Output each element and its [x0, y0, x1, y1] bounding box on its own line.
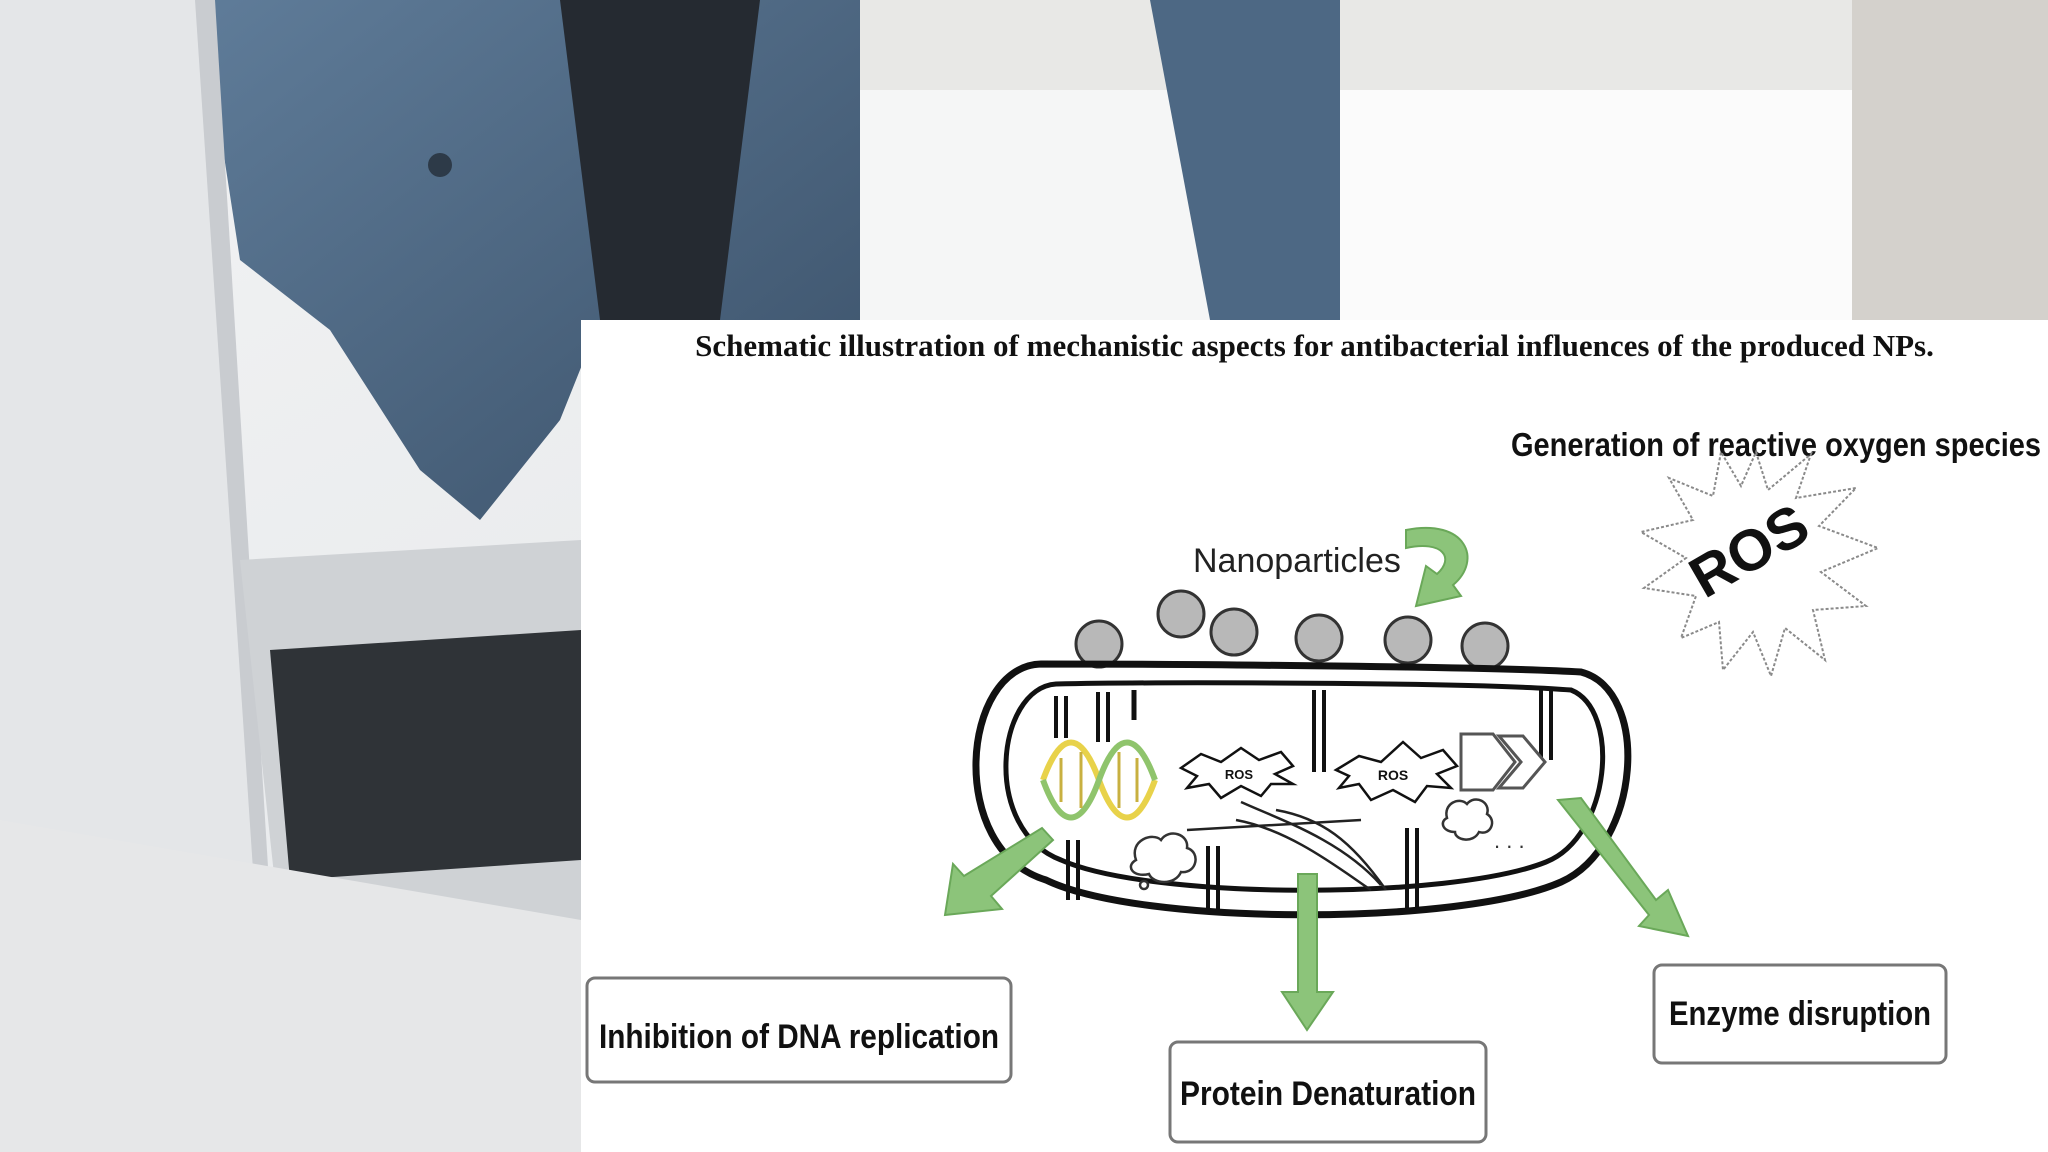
dna-replication-label: Inhibition of DNA replication	[599, 1018, 999, 1056]
inner-ros-burst: ROS	[1333, 740, 1460, 804]
nanoparticles-label: Nanoparticles	[1193, 542, 1401, 580]
ros-starburst: ROS	[1638, 449, 1881, 680]
nanoparticle	[1074, 619, 1124, 669]
inner-ros-burst: ROS	[1178, 746, 1298, 800]
dna-helix-icon	[1040, 739, 1158, 821]
arrow-enzyme-icon	[1556, 796, 1690, 938]
inner-ros-label: ROS	[1378, 767, 1408, 783]
cloud-shape-icon	[1129, 832, 1197, 891]
arrow-dna-icon	[943, 826, 1055, 917]
ros-generation-label: Generation of reactive oxygen species	[1511, 426, 2041, 463]
ellipsis-label: . . .	[1494, 828, 1525, 853]
bacterium-cell	[972, 660, 1632, 919]
inner-ros-label: ROS	[1225, 767, 1254, 782]
protein-denaturation-label: Protein Denaturation	[1180, 1075, 1476, 1113]
enzyme-disruption-label: Enzyme disruption	[1669, 995, 1931, 1033]
mechanism-diagram: Generation of reactive oxygen species RO…	[585, 426, 2041, 1144]
nanoparticle	[1383, 615, 1433, 665]
enzyme-disruption-box: Enzyme disruption	[1652, 963, 1948, 1065]
nanoparticle	[1294, 613, 1344, 663]
dna-replication-box: Inhibition of DNA replication	[585, 976, 1013, 1084]
laptop	[0, 0, 581, 1152]
nanoparticle-group	[1074, 589, 1510, 671]
enzyme-shape-icon	[1459, 732, 1547, 792]
nanoparticle	[1156, 589, 1206, 639]
figure-caption: Schematic illustration of mechanistic as…	[695, 328, 1934, 363]
person-sleeve	[200, 0, 1340, 520]
protein-strand-icon	[1186, 800, 1388, 892]
nanoparticle	[1209, 607, 1259, 657]
protein-denaturation-box: Protein Denaturation	[1168, 1040, 1488, 1144]
curved-arrow-icon	[1405, 527, 1469, 608]
ros-star-label: ROS	[1679, 492, 1820, 611]
arrow-protein-icon	[1280, 873, 1335, 1032]
nanoparticle	[1460, 621, 1510, 671]
cloud-shape-icon	[1441, 798, 1494, 841]
